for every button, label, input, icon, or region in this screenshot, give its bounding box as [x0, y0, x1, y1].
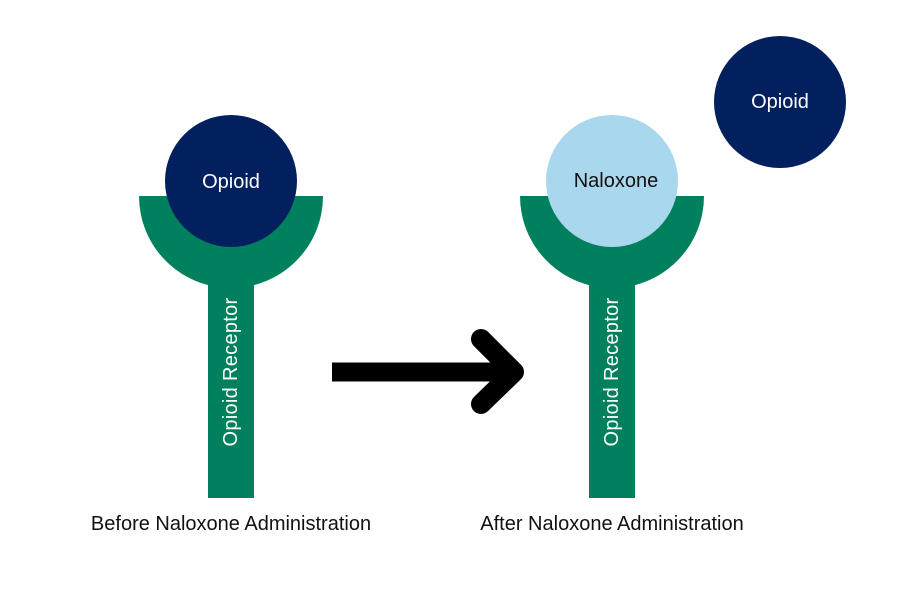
before-opioid-circle: [165, 115, 297, 247]
before-opioid-label: Opioid: [202, 171, 260, 193]
before-caption: Before Naloxone Administration: [91, 513, 371, 535]
right-arrow-icon: [332, 329, 524, 414]
after-caption: After Naloxone Administration: [480, 513, 743, 535]
before-receptor-stem: [208, 250, 254, 498]
after-receptor-label: Opioid Receptor: [601, 297, 623, 446]
displaced-opioid-molecule: Opioid: [714, 36, 846, 168]
before-receptor-label: Opioid Receptor: [220, 297, 242, 446]
after-naloxone-molecule: Naloxone: [546, 115, 678, 247]
displaced-opioid-label: Opioid: [751, 91, 809, 113]
after-naloxone-circle: [546, 115, 678, 247]
after-naloxone-label: Naloxone: [574, 170, 659, 192]
before-opioid-molecule: Opioid: [165, 115, 297, 247]
after-receptor-stem: [589, 250, 635, 498]
displaced-opioid-circle: [714, 36, 846, 168]
